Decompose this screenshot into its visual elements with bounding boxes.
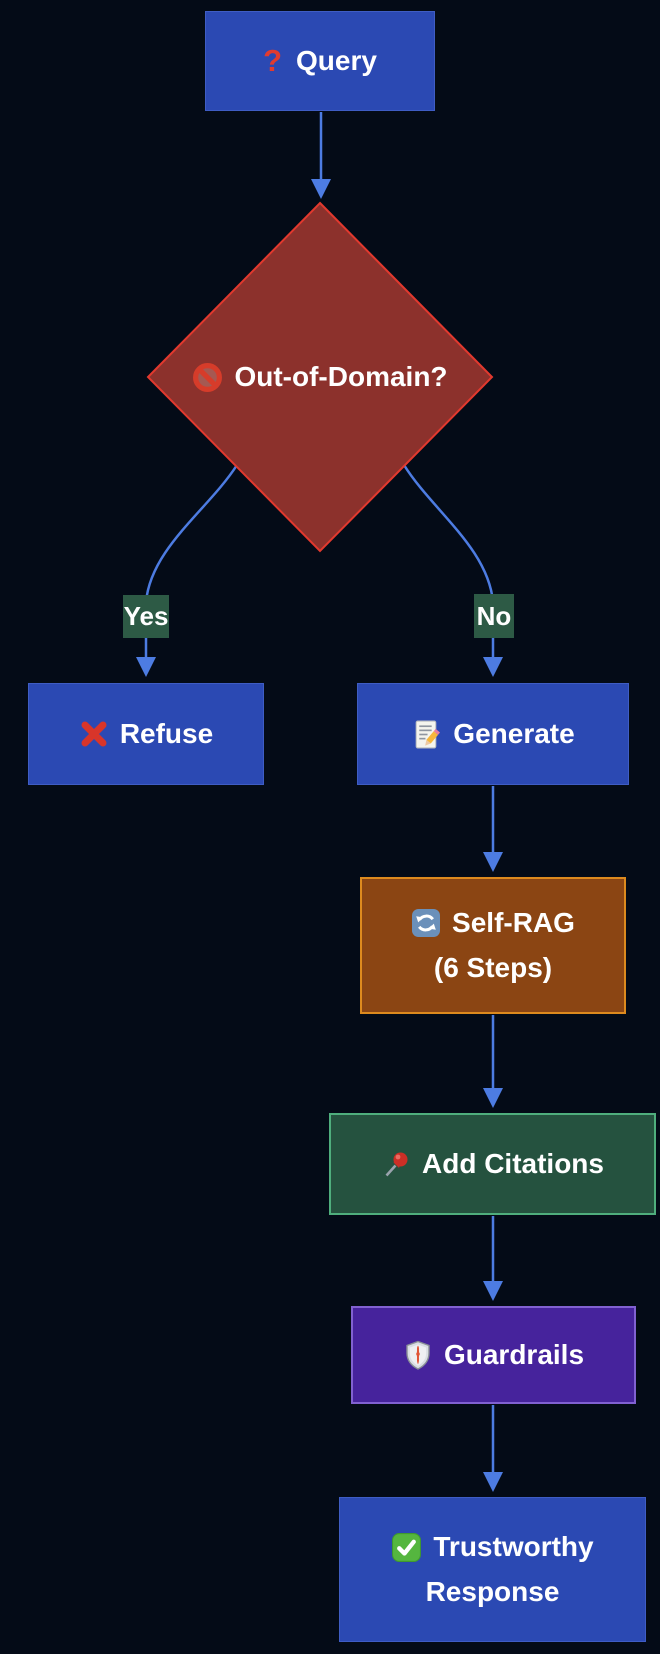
question-mark-icon: ? [263, 43, 282, 78]
node-refuse: Refuse [28, 683, 264, 785]
edge-label-no-text: No [476, 600, 512, 631]
check-mark-icon [391, 1532, 422, 1563]
pushpin-icon [381, 1149, 411, 1179]
node-guardrails: Guardrails [351, 1306, 636, 1404]
node-trustworthy-label-line1: Trustworthy [433, 1531, 594, 1562]
edge-label-no: No [474, 594, 514, 638]
edge-label-yes: Yes [123, 595, 169, 638]
cross-mark-icon [79, 719, 109, 749]
edge-label-yes-text: Yes [123, 601, 169, 631]
node-self-rag-label-line2: (6 Steps) [433, 952, 553, 983]
edge-domain-to-generate [402, 464, 503, 677]
node-guardrails-label: Guardrails [443, 1339, 585, 1370]
node-self-rag: Self-RAG (6 Steps) [360, 877, 626, 1014]
node-generate-label: Generate [453, 718, 575, 749]
node-generate: Generate [357, 683, 629, 785]
node-refuse-label: Refuse [119, 718, 214, 749]
node-trustworthy-label-line2: Response [425, 1576, 560, 1607]
shield-icon [403, 1340, 433, 1370]
node-query: ? Query [205, 11, 435, 111]
memo-icon [411, 719, 442, 750]
node-trustworthy-response: Trustworthy Response [339, 1497, 646, 1642]
out-of-domain-diamond [146, 201, 494, 553]
node-add-citations-label: Add Citations [422, 1148, 604, 1179]
counterclockwise-arrows-icon [411, 908, 441, 938]
edge-domain-to-refuse [136, 464, 239, 677]
node-query-label: Query [296, 45, 377, 76]
node-self-rag-label-line1: Self-RAG [452, 907, 575, 938]
node-add-citations: Add Citations [329, 1113, 656, 1215]
